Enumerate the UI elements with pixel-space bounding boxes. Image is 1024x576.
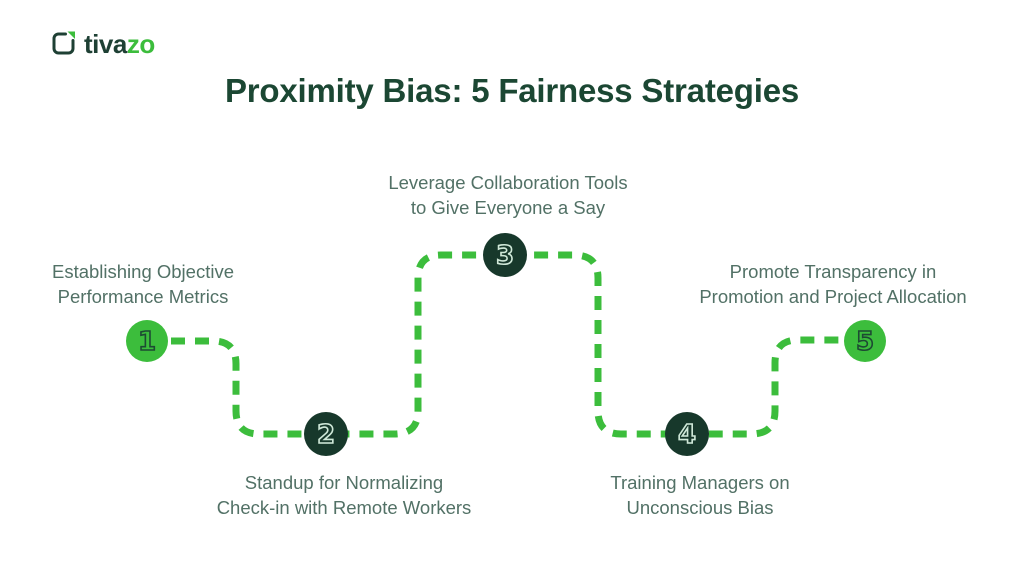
step-number-3: 3 — [496, 241, 514, 271]
step-label-1: Establishing Objective Performance Metri… — [51, 261, 234, 307]
brand-name-dark: tiva — [84, 28, 127, 59]
step-label-3: Leverage Collaboration Tools to Give Eve… — [388, 172, 628, 218]
step-number-1: 1 — [138, 327, 156, 357]
step-number-2: 2 — [317, 420, 335, 450]
brand-name: tivazo — [84, 31, 155, 57]
step-number-5: 5 — [856, 327, 874, 357]
brand-logo: tivazo — [50, 30, 155, 57]
step-label-2: Standup for Normalizing Check-in with Re… — [216, 472, 472, 518]
step-circle-1: 1 — [126, 320, 168, 362]
page-title: Proximity Bias: 5 Fairness Strategies — [224, 72, 799, 109]
step-circle-5: 5 — [844, 320, 886, 362]
step-label-4: Training Managers on Unconscious Bias — [610, 472, 790, 518]
step-number-4: 4 — [678, 420, 696, 450]
tivazo-logo-icon — [52, 31, 75, 55]
step-circle-2: 2 — [304, 412, 348, 456]
step-circle-3: 3 — [483, 233, 527, 277]
step-label-5: Promote Transparency in Promotion and Pr… — [699, 261, 967, 307]
step-circle-4: 4 — [665, 412, 709, 456]
brand-name-accent: zo — [126, 28, 155, 59]
